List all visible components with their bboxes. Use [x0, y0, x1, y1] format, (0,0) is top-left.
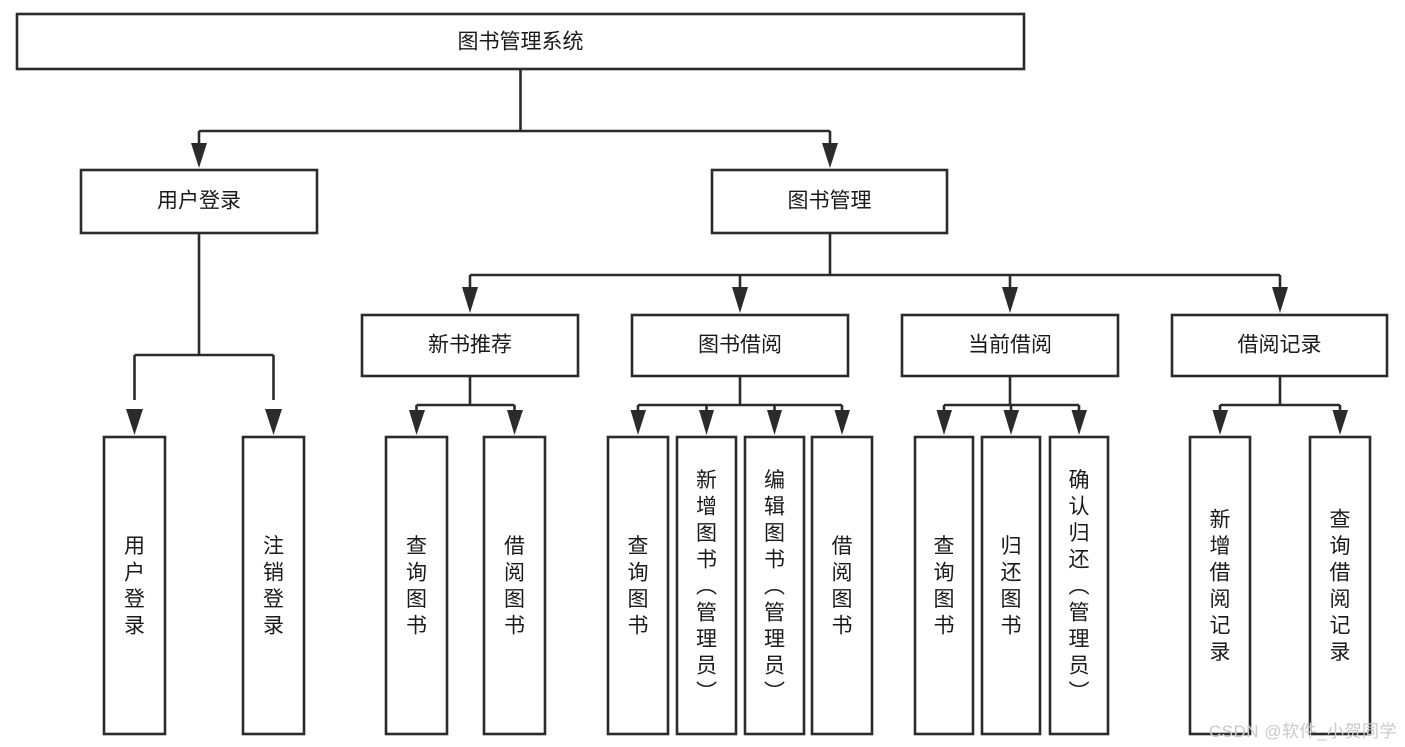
leaf-node[interactable]: 新增借阅记录 [1188, 435, 1252, 736]
arrow-icon [1003, 410, 1019, 435]
node-user-login-label: 用户登录 [157, 190, 241, 213]
leaf-node-label: 注销登录 [263, 535, 284, 638]
node-root[interactable]: 图书管理系统 [15, 12, 1026, 71]
node-current-borrow[interactable]: 当前借阅 [900, 313, 1120, 378]
node-current-borrow-box[interactable] [900, 313, 1120, 378]
node-book-borrow-box[interactable] [630, 313, 850, 378]
leaf-node-box[interactable] [980, 435, 1042, 736]
arrow-icon [834, 410, 850, 435]
leaf-node-label: 确认归还︵管理员︶ [1069, 469, 1090, 704]
node-book-management[interactable]: 图书管理 [710, 168, 949, 235]
leaf-node[interactable]: 查询借阅记录 [1308, 435, 1372, 736]
leaf-node-label: 借阅图书 [832, 535, 853, 638]
leaf-node[interactable]: 查询图书 [384, 435, 449, 736]
leaf-node-box[interactable] [606, 435, 670, 736]
node-root-label: 图书管理系统 [458, 31, 584, 54]
leaf-node[interactable]: 查询图书 [606, 435, 670, 736]
leaf-node-box[interactable] [241, 435, 306, 736]
leaf-node-box[interactable] [1188, 435, 1252, 736]
arrow-icon [191, 143, 207, 168]
leaf-node-box[interactable] [913, 435, 975, 736]
node-user-login-box[interactable] [79, 168, 319, 235]
node-new-book-recommend[interactable]: 新书推荐 [360, 313, 580, 378]
node-book-management-label: 图书管理 [788, 190, 872, 213]
leaf-node-label: 查询图书 [406, 535, 427, 638]
node-new-book-recommend-label: 新书推荐 [428, 334, 512, 357]
leaf-node[interactable]: 借阅图书 [482, 435, 547, 736]
leaf-node-label: 编辑图书︵管理员︶ [764, 469, 785, 704]
node-borrow-record-label: 借阅记录 [1238, 334, 1322, 357]
leaf-node-label: 借阅图书 [504, 535, 525, 638]
leaf-node-box[interactable] [675, 435, 738, 736]
leaf-node[interactable]: 注销登录 [241, 435, 306, 736]
leaf-node-box[interactable] [102, 435, 167, 736]
arrow-icon [1071, 410, 1087, 435]
leaf-node[interactable]: 查询图书 [913, 435, 975, 736]
arrow-icon [732, 287, 748, 313]
node-user-login[interactable]: 用户登录 [79, 168, 319, 235]
leaf-node-box[interactable] [384, 435, 449, 736]
arrow-icon [1332, 410, 1348, 435]
leaf-node[interactable]: 确认归还︵管理员︶ [1048, 435, 1110, 736]
leaf-node[interactable]: 用户登录 [102, 435, 167, 736]
arrow-icon [767, 410, 782, 435]
leaf-node-label: 用户登录 [124, 535, 145, 638]
leaf-node[interactable]: 新增图书︵管理员︶ [675, 435, 738, 736]
connector-layer [126, 69, 1348, 435]
leaf-node-box[interactable] [1048, 435, 1110, 736]
leaf-node[interactable]: 归还图书 [980, 435, 1042, 736]
leaf-node-label: 查询图书 [628, 535, 649, 638]
leaf-node-label: 新增图书︵管理员︶ [696, 469, 717, 704]
arrow-icon [507, 410, 523, 435]
node-book-management-box[interactable] [710, 168, 949, 235]
node-book-borrow-label: 图书借阅 [698, 334, 782, 357]
leaf-node-label: 归还图书 [1001, 535, 1022, 638]
arrow-icon [265, 409, 282, 435]
arrow-icon [630, 410, 646, 435]
arrow-icon [699, 410, 714, 435]
arrow-icon [822, 143, 838, 168]
node-root-box[interactable] [15, 12, 1026, 71]
arrow-icon [936, 410, 952, 435]
leaf-node-box[interactable] [1308, 435, 1372, 736]
arrow-icon [126, 409, 143, 435]
leaf-node-box[interactable] [810, 435, 874, 736]
leaf-node-label: 查询借阅记录 [1330, 509, 1351, 665]
leaf-node-box[interactable] [743, 435, 806, 736]
node-current-borrow-label: 当前借阅 [968, 334, 1052, 357]
node-new-book-recommend-box[interactable] [360, 313, 580, 378]
node-borrow-record[interactable]: 借阅记录 [1170, 313, 1389, 378]
node-borrow-record-box[interactable] [1170, 313, 1389, 378]
arrow-icon [1272, 287, 1288, 313]
arrow-icon [1002, 287, 1018, 313]
arrow-icon [409, 410, 425, 435]
leaf-node-label: 新增借阅记录 [1210, 509, 1231, 665]
arrow-icon [462, 287, 478, 313]
leaf-node[interactable]: 借阅图书 [810, 435, 874, 736]
watermark-text: CSDN @软件_小贺同学 [1208, 722, 1397, 741]
leaf-node-box[interactable] [482, 435, 547, 736]
leaf-node[interactable]: 编辑图书︵管理员︶ [743, 435, 806, 736]
node-book-borrow[interactable]: 图书借阅 [630, 313, 850, 378]
arrow-icon [1212, 410, 1228, 435]
leaf-node-label: 查询图书 [934, 535, 955, 638]
